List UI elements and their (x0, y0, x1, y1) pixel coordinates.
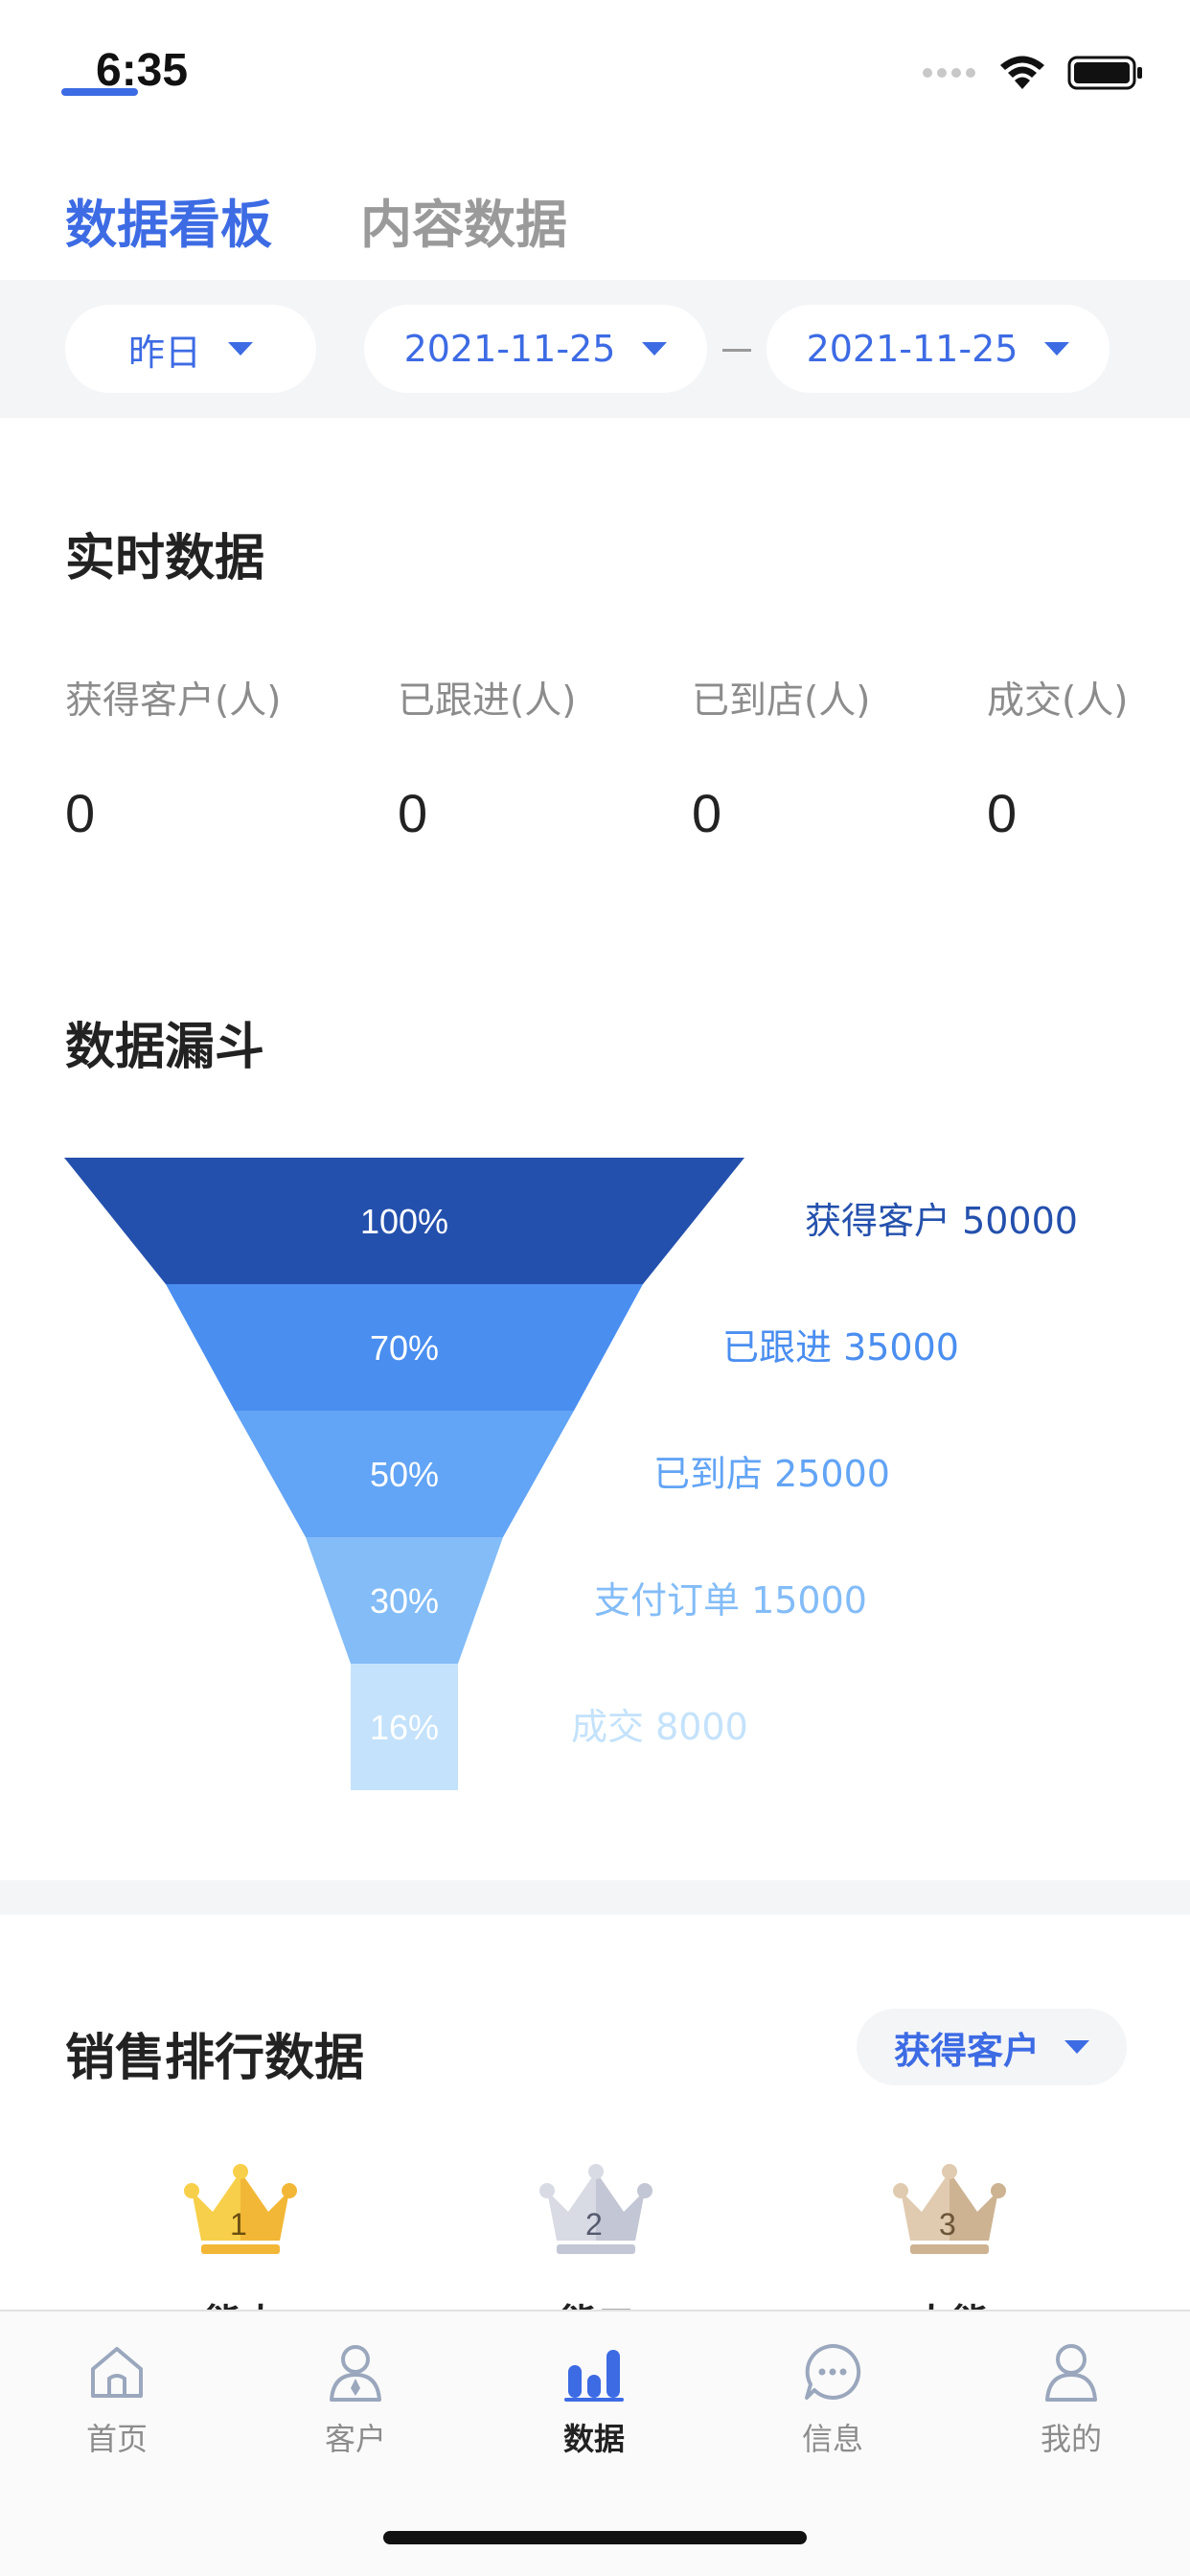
funnel-stage (306, 1537, 503, 1664)
message-icon (805, 2343, 861, 2400)
profile-icon (1045, 2344, 1097, 2402)
tab-label: 信息 (801, 2421, 863, 2457)
ranking-metric-label: 获得客户 (893, 2029, 1040, 2072)
funnel-stage-label: 已到店 25000 (653, 1453, 890, 1495)
chart-icon (564, 2350, 624, 2402)
status-bar: 6:35 (0, 0, 1190, 144)
stat-value: 0 (398, 783, 428, 843)
funnel-percent-label: 50% (370, 1455, 439, 1494)
funnel-stage-label: 已跟进 35000 (722, 1326, 959, 1368)
stat-value: 0 (692, 783, 722, 843)
funnel-percent-label: 16% (370, 1708, 439, 1747)
stat-label: 成交(人) (987, 679, 1129, 723)
status-time: 6:35 (96, 45, 189, 96)
funnel-percent-label: 100% (360, 1202, 448, 1241)
crown-bronze-icon: 3 (893, 2164, 1006, 2254)
stat-acquired: 获得客户(人) 0 (65, 671, 281, 844)
tab-profile[interactable]: 我的 (1004, 2340, 1138, 2459)
signal-icon (923, 68, 975, 78)
active-tab-indicator (61, 88, 138, 96)
funnel-stage (235, 1411, 574, 1537)
wifi-icon (1000, 56, 1044, 89)
period-select[interactable]: 昨日 (65, 305, 316, 393)
period-label: 昨日 (127, 331, 201, 374)
crown-gold-icon: 1 (184, 2164, 297, 2254)
date-range-separator (722, 349, 751, 352)
funnel-stage (166, 1284, 643, 1411)
end-date-select[interactable]: 2021-11-25 (767, 305, 1110, 393)
customer-icon (330, 2345, 381, 2402)
end-date-label: 2021-11-25 (806, 328, 1018, 370)
tab-message[interactable]: 信息 (766, 2340, 900, 2459)
rank-number: 2 (585, 2207, 603, 2242)
filter-bar: 昨日 2021-11-25 2021-11-25 (0, 280, 1190, 418)
crown-silver-icon: 2 (539, 2164, 652, 2254)
tab-label: 我的 (1040, 2421, 1102, 2457)
top-tabs: 数据看板 内容数据 (65, 182, 567, 278)
stat-visited: 已到店(人) 0 (692, 671, 870, 844)
funnel-percent-label: 30% (370, 1581, 439, 1621)
funnel-stage (64, 1158, 744, 1284)
tab-content-data[interactable]: 内容数据 (360, 195, 567, 255)
stat-followed: 已跟进(人) 0 (398, 671, 576, 844)
home-indicator (383, 2531, 807, 2544)
caret-down-icon (1044, 342, 1070, 356)
status-icons (922, 54, 1144, 92)
funnel-stage (351, 1664, 458, 1790)
funnel-stage-label: 获得客户 50000 (805, 1200, 1078, 1242)
stat-value: 0 (987, 783, 1018, 843)
funnel-percent-label: 70% (370, 1328, 439, 1368)
rank-number: 1 (230, 2207, 247, 2242)
realtime-title: 实时数据 (65, 530, 265, 587)
caret-down-icon (642, 342, 668, 356)
ranking-metric-select[interactable]: 获得客户 (857, 2009, 1127, 2085)
tab-label: 数据 (562, 2421, 625, 2457)
caret-down-icon (228, 342, 253, 356)
stat-label: 已跟进(人) (398, 679, 577, 723)
funnel-stage-label: 成交 8000 (571, 1706, 748, 1748)
caret-down-icon (1064, 2040, 1089, 2054)
section-divider (0, 1880, 1190, 1915)
tab-data[interactable]: 数据 (527, 2340, 661, 2459)
stat-value: 0 (65, 783, 96, 843)
tab-dashboard[interactable]: 数据看板 (65, 195, 272, 255)
battery-icon (1067, 56, 1142, 90)
start-date-label: 2021-11-25 (403, 328, 616, 370)
funnel-chart: 100% 获得客户 50000 70% 已跟进 35000 50% 已到店 25000 30… (64, 1158, 1078, 1790)
funnel-stage-label: 支付订单 15000 (594, 1579, 867, 1622)
tab-home[interactable]: 首页 (50, 2340, 184, 2459)
start-date-select[interactable]: 2021-11-25 (364, 305, 707, 393)
funnel-title: 数据漏斗 (65, 1019, 265, 1076)
stat-label: 已到店(人) (692, 679, 871, 723)
tab-customer[interactable]: 客户 (288, 2340, 423, 2459)
tab-label: 首页 (85, 2421, 148, 2457)
stat-label: 获得客户(人) (65, 679, 282, 723)
ranking-title: 销售排行数据 (65, 2030, 365, 2087)
rank-number: 3 (939, 2207, 956, 2242)
stat-deals: 成交(人) 0 (987, 671, 1128, 844)
tab-label: 客户 (324, 2421, 386, 2457)
home-icon (91, 2347, 143, 2398)
